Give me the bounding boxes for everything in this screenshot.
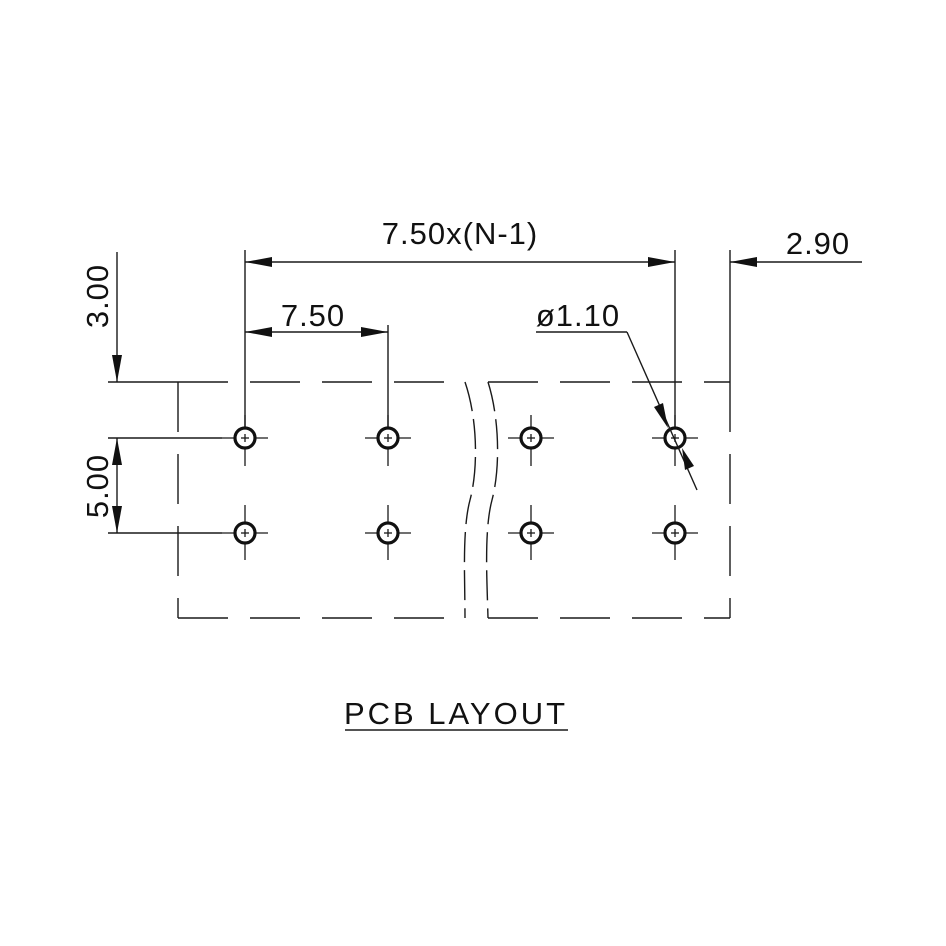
part-outline [177, 381, 731, 619]
hole-centerlines [222, 415, 698, 560]
dimension-row-spacing: 5.00 [80, 438, 122, 533]
dimension-row-spacing-label: 5.00 [80, 454, 115, 518]
dimension-hole-diameter: ø1.10 [536, 298, 698, 491]
dimension-end-offset: 2.90 [730, 226, 862, 267]
drawing-title: PCB LAYOUT [344, 696, 568, 731]
dimension-pitch-total-label: 7.50x(N-1) [382, 216, 538, 251]
mounting-holes [233, 426, 687, 545]
extension-lines [108, 250, 731, 534]
dimension-pitch: 7.50 [245, 298, 388, 337]
dimension-hole-diameter-label: ø1.10 [536, 298, 620, 333]
drawing-title-label: PCB LAYOUT [344, 696, 568, 731]
hole-center-dots [241, 434, 679, 537]
dimension-pitch-total: 7.50x(N-1) [245, 216, 675, 267]
dimension-end-offset-label: 2.90 [786, 226, 850, 261]
dimension-top-offset-label: 3.00 [80, 264, 115, 328]
break-lines [463, 381, 499, 619]
dimension-pitch-label: 7.50 [281, 298, 345, 333]
dimension-top-offset: 3.00 [80, 252, 122, 382]
